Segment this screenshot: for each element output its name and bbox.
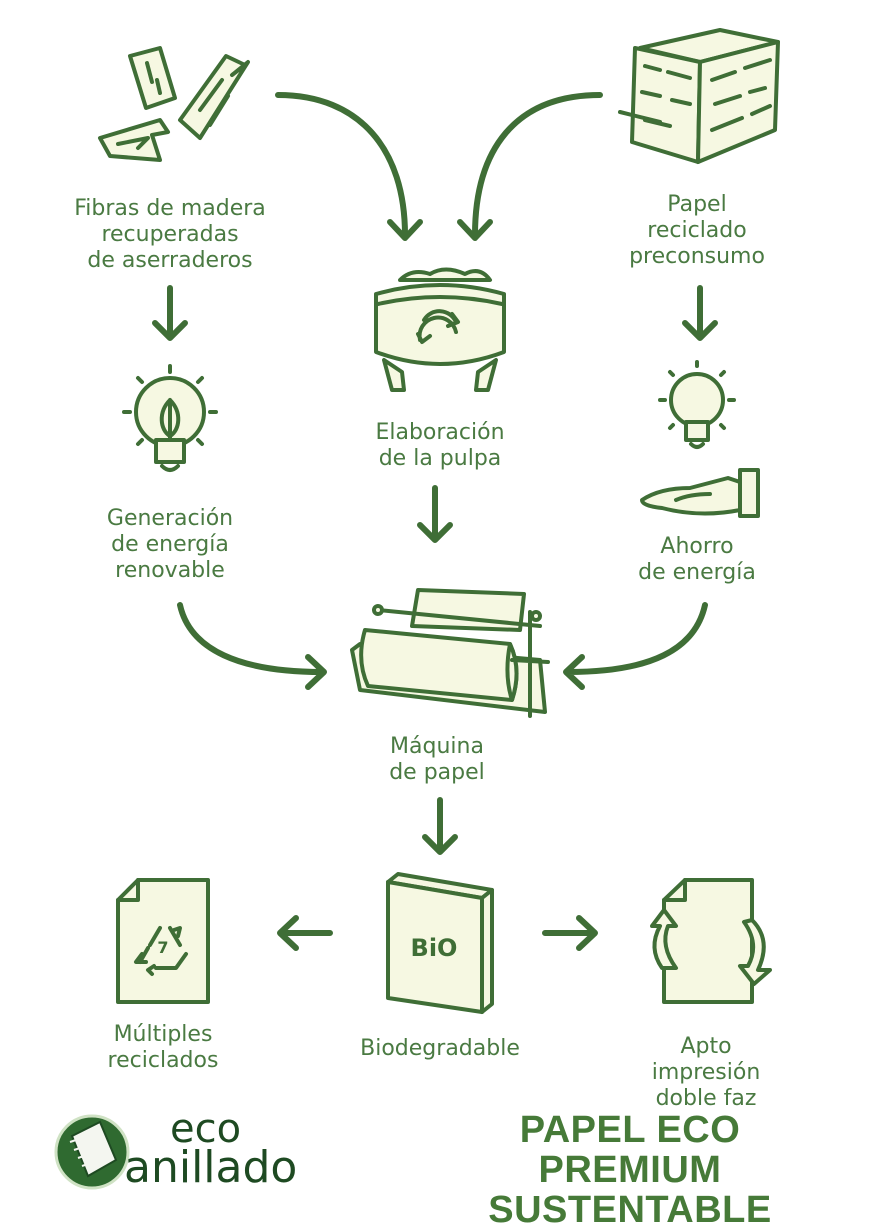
arrow-fibras-to-pulpa (275, 92, 423, 241)
bulb-hand-icon (640, 360, 760, 518)
wood-fibers-icon (98, 46, 250, 162)
arrow-papel-to-ahorro (682, 285, 718, 341)
arrow-maquina-to-bio (422, 797, 458, 855)
paper-machine-icon (350, 588, 550, 718)
bio-box-icon: BiO (386, 872, 494, 1014)
paper-stack-icon (618, 28, 780, 164)
arrow-ahorro-to-maquina (563, 602, 708, 690)
brand-line2: anillado (124, 1142, 298, 1193)
arrow-papel-to-pulpa (457, 92, 603, 241)
double-sided-document-icon (650, 878, 772, 1004)
pulp-tank-icon (374, 267, 506, 392)
arrow-pulpa-to-maquina (417, 485, 453, 543)
label-doble-faz: Apto impresión doble faz (651, 1034, 761, 1111)
label-energia-renovable: Generación de energía renovable (106, 506, 234, 583)
notebook-icon (54, 1114, 130, 1190)
recycle-7-document-icon: 7 (116, 878, 210, 1004)
page-title: PAPEL ECO PREMIUM SUSTENTABLE (488, 1109, 772, 1231)
diagram-canvas: 7 BiO (54, 28, 780, 1190)
label-bio: Biodegradable (360, 1036, 520, 1061)
arrow-bio-to-reciclados (277, 915, 333, 951)
recycle-number: 7 (157, 938, 168, 957)
arrow-fibras-to-energia (152, 285, 188, 341)
brand-line1: eco (170, 1106, 242, 1152)
bio-badge: BiO (411, 934, 458, 962)
label-ahorro: Ahorro de energía (638, 534, 756, 585)
label-maquina: Máquina de papel (389, 734, 485, 785)
arrow-bio-to-doble-faz (542, 915, 598, 951)
label-fibras: Fibras de madera recuperadas de aserrade… (74, 196, 266, 273)
arrow-energia-to-maquina (177, 602, 327, 690)
label-reciclados: Múltiples reciclados (107, 1022, 219, 1073)
label-papel-reciclado: Papel reciclado preconsumo (629, 192, 765, 269)
label-pulpa: Elaboración de la pulpa (375, 420, 505, 471)
leaf-bulb-icon (122, 364, 218, 472)
